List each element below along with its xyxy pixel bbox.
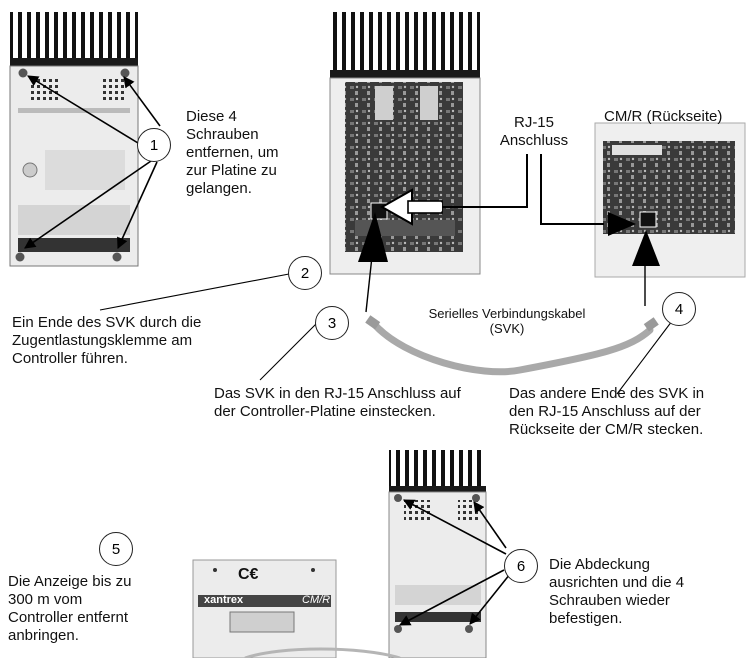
cmr-back-panel bbox=[594, 122, 746, 278]
label-plate bbox=[45, 150, 125, 190]
warning-strip bbox=[18, 108, 130, 113]
heatsink-base-open bbox=[330, 70, 480, 78]
ce-mark: C€ bbox=[238, 566, 259, 583]
cable-label: Serielles Verbindungskabel (SVK) bbox=[428, 306, 586, 336]
controller-open bbox=[329, 12, 481, 275]
cable-plug-left bbox=[365, 315, 381, 330]
step3-arrow bbox=[358, 212, 388, 313]
cmr-label-strip bbox=[612, 145, 662, 155]
cmr-brand: xantrex bbox=[204, 594, 244, 606]
brand-bar bbox=[18, 238, 130, 252]
heatsink-fins bbox=[10, 12, 138, 64]
indicator-panel bbox=[18, 205, 130, 235]
screw-b-br bbox=[465, 625, 473, 633]
cmr-display-body bbox=[192, 559, 337, 659]
screw-b-bl bbox=[394, 625, 402, 633]
screw-br bbox=[112, 252, 122, 262]
knob bbox=[22, 162, 38, 178]
step-2-marker: 2 bbox=[288, 256, 322, 290]
leader-lines bbox=[99, 273, 673, 395]
serial-cable bbox=[365, 315, 659, 376]
controller-top-left bbox=[9, 12, 139, 267]
heatsink-base bbox=[10, 58, 138, 66]
capacitor-2 bbox=[420, 86, 438, 120]
capacitor-1 bbox=[375, 86, 393, 120]
cmr-model-text: CM/R bbox=[302, 594, 331, 606]
step-6-text: Die Abdeckung ausrichten und die 4 Schra… bbox=[549, 556, 685, 627]
cmr-brand-bar bbox=[198, 595, 331, 607]
cable-plug-right bbox=[643, 317, 659, 332]
step-2-text: Ein Ende des SVK durch die Zugentlastung… bbox=[12, 314, 202, 367]
vent-right bbox=[100, 78, 126, 102]
step6-arrows bbox=[399, 499, 511, 626]
controller-bottom bbox=[388, 450, 487, 659]
step-1-marker: 1 bbox=[137, 128, 171, 162]
cmr-lcd bbox=[229, 611, 295, 633]
step-4-text: Das andere Ende des SVK in den RJ-15 Ans… bbox=[509, 385, 705, 438]
step1-arrows bbox=[24, 75, 161, 250]
cmr-back-label: CM/R (Rückseite) bbox=[604, 108, 723, 125]
rj15-callout-arrows bbox=[379, 154, 636, 236]
screw-tr bbox=[120, 68, 130, 78]
step-4-marker: 4 bbox=[662, 292, 696, 326]
heatsink-fins-bottom bbox=[389, 450, 486, 490]
display-cable bbox=[244, 647, 401, 660]
screw-bl bbox=[15, 252, 25, 262]
step-5-marker: 5 bbox=[99, 532, 133, 566]
cmr-board bbox=[603, 141, 735, 234]
step-5-text: Die Anzeige bis zu 300 m vom Controller … bbox=[8, 573, 132, 644]
rj15-label: RJ-15 Anschluss bbox=[499, 114, 569, 149]
screw-b-tr bbox=[472, 494, 480, 502]
step4-arrow bbox=[632, 230, 660, 306]
step-6-marker: 6 bbox=[504, 549, 538, 583]
step-1-text: Diese 4 Schrauben entfernen, um zur Plat… bbox=[186, 108, 279, 197]
vent-left bbox=[30, 78, 60, 102]
screw-b-tl bbox=[394, 494, 402, 502]
step-3-marker: 3 bbox=[315, 306, 349, 340]
cmr-display-unit bbox=[192, 559, 337, 659]
heatsink-fins-open bbox=[330, 12, 480, 74]
screw-tl bbox=[18, 68, 28, 78]
rj15-jack-cmr bbox=[639, 211, 657, 228]
step-3-text: Das SVK in den RJ-15 Anschluss auf der C… bbox=[214, 385, 461, 420]
